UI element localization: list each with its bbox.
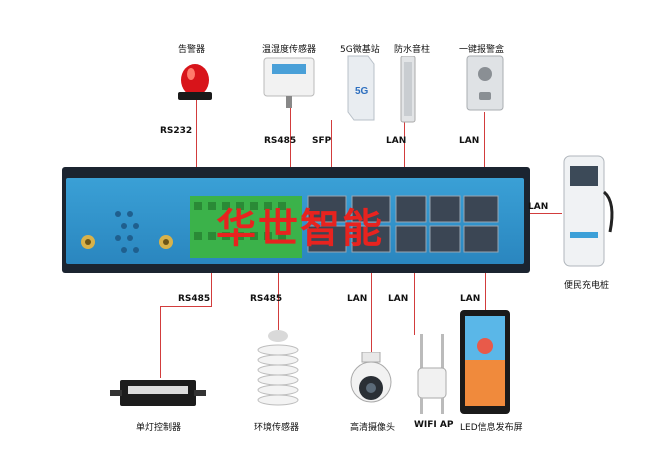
ev-charger-icon: [563, 155, 614, 267]
antenna-port-icon-2: [159, 235, 173, 249]
hd-camera-icon: [350, 352, 392, 403]
link-line-camera: [371, 273, 372, 353]
link-line-charger: [530, 213, 562, 214]
device-label-alarm-box: 一键报警盒: [459, 45, 505, 55]
single-lamp-controller-icon: [110, 380, 206, 406]
terminal-block-icon: [190, 196, 302, 258]
link-label-rs485-env: RS485: [250, 294, 283, 304]
link-label-rs485-top: RS485: [264, 136, 297, 146]
brand-watermark: 华世智能: [216, 206, 384, 252]
link-label-lan-alarm-box: LAN: [459, 136, 480, 146]
alarm-light-icon: [178, 64, 212, 100]
link-label-lan-charger: LAN: [528, 202, 549, 212]
device-label-alarm: 告警器: [178, 45, 206, 55]
link-line-wifi: [414, 273, 415, 335]
device-label-th-sensor: 温湿度传感器: [262, 45, 317, 55]
waterproof-speaker-column-icon: [400, 56, 416, 123]
link-line-speaker: [404, 122, 405, 167]
link-line-5g: [331, 120, 332, 167]
led-display-icon: [460, 310, 510, 414]
link-label-lan-led: LAN: [460, 294, 481, 304]
device-label-charger: 便民充电桩: [564, 281, 610, 291]
vent-holes-icon: [115, 211, 139, 253]
link-label-lan-speaker: LAN: [386, 136, 407, 146]
5g-badge-text: 5G: [355, 86, 369, 97]
link-label-rs485-lamp: RS485: [178, 294, 211, 304]
device-label-5g: 5G微基站: [340, 45, 380, 55]
device-label-led: LED信息发布屏: [460, 423, 523, 433]
link-line-led: [485, 273, 486, 313]
ethernet-ports-icon: [307, 195, 499, 253]
alarm-box-icon: [466, 55, 504, 111]
link-line-th-sensor: [290, 104, 291, 167]
device-label-lamp-controller: 单灯控制器: [136, 423, 182, 433]
antenna-port-icon: [81, 235, 95, 249]
5g-base-station-icon: 5G: [347, 55, 375, 121]
link-line-alarm: [196, 100, 197, 167]
link-line-env: [278, 273, 279, 330]
device-label-speaker: 防水音柱: [394, 45, 431, 55]
environment-sensor-icon: [257, 330, 299, 406]
temp-humidity-sensor-icon: [263, 57, 315, 108]
wifi-ap-icon: [417, 334, 447, 414]
link-line-lamp-v: [160, 306, 161, 378]
link-label-rs232: RS232: [160, 126, 193, 136]
device-label-wifi-ap: WIFI AP: [414, 420, 454, 430]
link-label-lan-wifi: LAN: [388, 294, 409, 304]
link-line-lamp-h: [160, 306, 212, 307]
link-line-alarm-box: [484, 112, 485, 167]
link-line-lamp-up: [211, 273, 212, 307]
device-label-env-sensor: 环境传感器: [254, 423, 300, 433]
device-label-camera: 高清摄像头: [350, 423, 396, 433]
link-label-sfp: SFP: [312, 136, 332, 146]
link-label-lan-camera: LAN: [347, 294, 368, 304]
